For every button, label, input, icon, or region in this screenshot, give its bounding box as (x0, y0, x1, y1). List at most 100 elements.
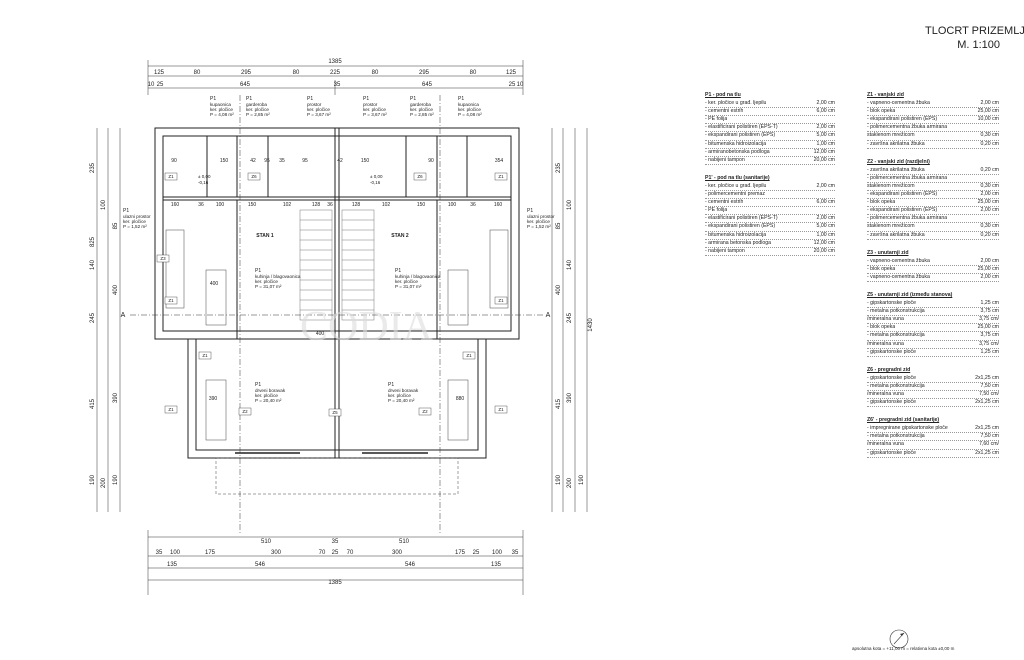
level-note: apsolutna kota = +11,00 m = relativna ko… (852, 646, 955, 651)
dim-interior: 100 (216, 202, 225, 208)
dim-right: 415 (556, 398, 562, 409)
section-line (130, 95, 545, 535)
spec-title: Z6' - pregradni zid (sanitarije) (867, 417, 940, 424)
wall-tag-box (164, 172, 178, 181)
room-name: kupaonica (458, 102, 479, 107)
wall-tag: Z1 (498, 174, 504, 179)
spec-thickness: 25,00 cm (977, 199, 999, 206)
dim-bottom-row1: 100 (170, 550, 181, 556)
spec-layer: - bitumenska hidroizolacija (705, 140, 767, 147)
terrace-outline (215, 457, 459, 495)
spec-thickness (833, 191, 835, 198)
dim-bottom-row2: 510 (261, 539, 272, 545)
wall-tag: Z1 (168, 407, 174, 412)
dim-interior: 390 (209, 396, 218, 402)
spec-block: P1' - pod na tlu (sanitarije)- ker. ploč… (705, 175, 835, 256)
dim-left: 140 (90, 259, 96, 270)
dim-top-row1: 295 (241, 70, 252, 76)
section-mark: A (121, 312, 126, 319)
room-floor: ker. pločice (458, 107, 481, 112)
dim-interior: 95 (302, 158, 308, 164)
room-code: P1 (458, 96, 464, 102)
spec-layer: /mineralna vuna (867, 316, 904, 323)
wall-tag: Z2 (422, 409, 428, 414)
spec-layer: - ekspandirani polistiren (EPS) (867, 116, 938, 123)
spec-block: Z5 - unutarnji zid (između stanova)- gip… (867, 292, 999, 357)
room-area: P = 20,40 m² (388, 398, 415, 403)
dim-bottom-row1: 300 (392, 550, 403, 556)
spec-title: P1 - pod na tlu (705, 92, 741, 98)
dim-bottom-row1: 25 (473, 550, 480, 556)
spec-layer: - ekspandirani polistiren (EPS) (705, 132, 776, 139)
dim-interior: 90 (428, 158, 434, 164)
spec-thickness: 12,00 cm (813, 239, 835, 246)
dim-bottom-row1: 70 (319, 550, 326, 556)
wall-tag-box (418, 407, 432, 416)
dim-top-row2: 10 (517, 82, 524, 88)
spec-layer: - elastificirani polistiren (EPS-T) (705, 124, 778, 131)
spec-column: P1 - pod na tlu- ker. pločice u građ. lj… (705, 92, 835, 266)
room-name: garderoba (246, 102, 267, 107)
dim-right: 400 (556, 284, 562, 295)
spec-layer: - ekspandirani polistiren (EPS) (867, 191, 938, 198)
wall-tag-box (238, 407, 252, 416)
wall-tag-box (247, 172, 261, 181)
room-name: prostor (363, 102, 378, 107)
spec-thickness: 7,50 cm (980, 433, 999, 440)
dim-interior: 880 (456, 396, 465, 402)
spec-thickness: 2,00 cm (980, 191, 999, 198)
spec-thickness: 1,25 cm (980, 300, 999, 307)
spec-thickness: 0,30 cm (980, 182, 999, 189)
room-floor: ker. pločice (363, 107, 386, 112)
spec-layer: - blok opeka (867, 265, 896, 272)
room-code: P1 (395, 268, 401, 274)
dim-interior: 36 (470, 202, 476, 208)
spec-thickness: 2,00 cm (816, 100, 835, 107)
unit-label: STAN 1 (256, 233, 274, 239)
room-floor: ker. pločice (255, 393, 278, 398)
spec-thickness: 6,00 cm (816, 199, 835, 206)
dim-bottom-row1: 70 (347, 550, 354, 556)
spec-layer: - završna akrilatna žbuka (867, 140, 925, 147)
spec-layer: - polimercementna žbuka armirana (867, 174, 948, 181)
dim-interior: 160 (171, 202, 180, 208)
dim-interior: 36 (327, 202, 333, 208)
room-area: P = 2,85 m² (410, 112, 434, 117)
spec-thickness: 2,00 cm (816, 124, 835, 131)
dim-right: 190 (579, 474, 585, 485)
dim-left: 390 (113, 392, 119, 403)
spec-thickness: 2x1,25 cm (975, 425, 999, 432)
watermark: CODIA (300, 304, 434, 350)
spec-thickness: 3,75 cm (980, 332, 999, 339)
dim-interior: 90 (171, 158, 177, 164)
dim-interior: 400 (316, 331, 325, 337)
dim-left: 190 (90, 474, 96, 485)
spec-layer: - gipskartonske ploče (867, 374, 917, 381)
dim-top-row2: 10 (148, 82, 155, 88)
spec-thickness: 2,00 cm (980, 100, 999, 107)
wall-tag: Z6 (251, 174, 257, 179)
spec-thickness: 3,75 cm (980, 308, 999, 315)
dim-top-row1: 125 (506, 70, 517, 76)
wall-tag-box (328, 408, 342, 417)
spec-row: - polimercementna žbuka armirana (867, 175, 999, 183)
wall-tag: Z5 (332, 410, 338, 415)
spec-layer: staklenom mrežicom (867, 132, 915, 139)
spec-layer: /mineralna vuna (867, 391, 904, 397)
top-dimension-chain (147, 60, 524, 95)
spec-layer: /mineralna vuna (867, 340, 904, 347)
wall-tag: Z1 (498, 407, 504, 412)
room-area: P = 1,52 m² (527, 224, 551, 229)
room-floor: ker. pločice (246, 107, 269, 112)
spec-thickness: 20,00 cm (813, 156, 835, 163)
spec-column: Z1 - vanjski zid- vapneno-cementna žbuka… (867, 92, 999, 468)
wall-tag-box (462, 351, 476, 360)
dim-right: 390 (567, 392, 573, 403)
room-name: ulazni prostor (527, 214, 555, 219)
